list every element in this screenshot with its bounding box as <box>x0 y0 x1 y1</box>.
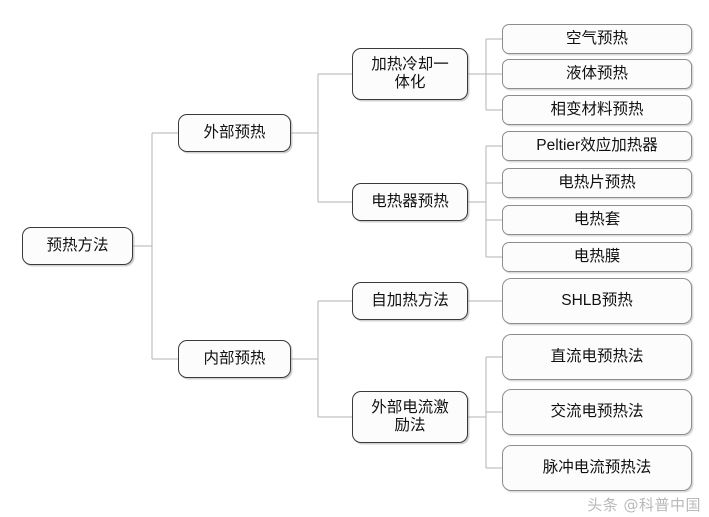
leaf-heating-sheet-preheat[interactable]: 电热片预热 <box>502 168 692 198</box>
leaf-peltier-heater[interactable]: Peltier效应加热器 <box>502 131 692 161</box>
leaf-heating-mantle[interactable]: 电热套 <box>502 205 692 235</box>
leaf-peltier-heater-label: Peltier效应加热器 <box>536 136 658 154</box>
node-root[interactable]: 预热方法 <box>22 227 133 265</box>
leaf-heating-film-label: 电热膜 <box>573 247 621 265</box>
leaf-liquid-preheat[interactable]: 液体预热 <box>502 59 692 89</box>
leaf-liquid-preheat-label: 液体预热 <box>565 64 628 82</box>
leaf-air-preheat[interactable]: 空气预热 <box>502 24 692 54</box>
leaf-shlb-preheat-label: SHLB预热 <box>561 291 633 309</box>
leaf-pulse-current-preheat[interactable]: 脉冲电流预热法 <box>502 445 692 491</box>
node-external-preheat[interactable]: 外部预热 <box>178 114 291 152</box>
node-integrated-heating-cooling[interactable]: 加热冷却一 体化 <box>352 48 468 100</box>
leaf-ac-preheat-label: 交流电预热法 <box>550 402 644 420</box>
leaf-air-preheat-label: 空气预热 <box>565 29 628 47</box>
leaf-pulse-current-preheat-label: 脉冲电流预热法 <box>542 458 652 476</box>
leaf-dc-preheat-label: 直流电预热法 <box>550 347 644 365</box>
node-root-label: 预热方法 <box>46 236 109 254</box>
node-internal-preheat[interactable]: 内部预热 <box>178 340 291 378</box>
node-external-current-excitation-label: 外部电流激 励法 <box>371 398 449 434</box>
leaf-heating-film[interactable]: 电热膜 <box>502 242 692 272</box>
leaf-pcm-preheat-label: 相变材料预热 <box>550 100 644 118</box>
leaf-heating-sheet-preheat-label: 电热片预热 <box>558 173 636 191</box>
node-external-current-excitation[interactable]: 外部电流激 励法 <box>352 391 468 443</box>
node-self-heating-method-label: 自加热方法 <box>371 291 449 309</box>
leaf-dc-preheat[interactable]: 直流电预热法 <box>502 334 692 380</box>
leaf-shlb-preheat[interactable]: SHLB预热 <box>502 278 692 324</box>
leaf-pcm-preheat[interactable]: 相变材料预热 <box>502 95 692 125</box>
leaf-heating-mantle-label: 电热套 <box>573 210 621 228</box>
watermark: 头条 @科普中国 <box>587 496 701 514</box>
node-external-preheat-label: 外部预热 <box>203 123 266 141</box>
node-electric-heater-preheat[interactable]: 电热器预热 <box>352 183 468 221</box>
leaf-ac-preheat[interactable]: 交流电预热法 <box>502 389 692 435</box>
node-internal-preheat-label: 内部预热 <box>203 349 266 367</box>
node-self-heating-method[interactable]: 自加热方法 <box>352 282 468 320</box>
node-integrated-heating-cooling-label: 加热冷却一 体化 <box>371 55 449 91</box>
node-electric-heater-preheat-label: 电热器预热 <box>371 192 449 210</box>
